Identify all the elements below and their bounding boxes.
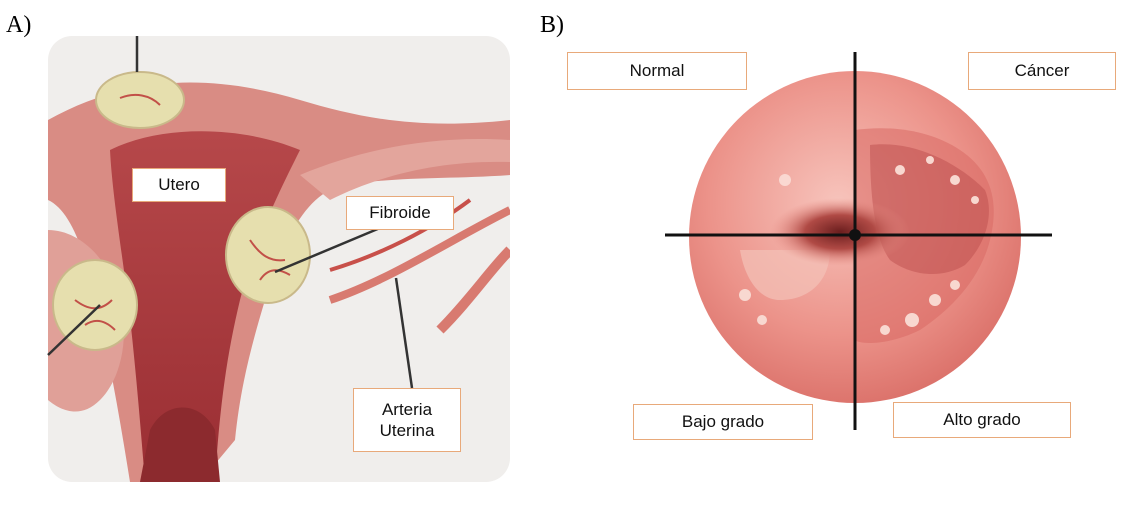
cancer-label: Cáncer [968,52,1116,90]
high-grade-label: Alto grado [893,402,1071,438]
cervix-illustration [665,52,1052,430]
normal-label: Normal [567,52,747,90]
low-grade-label: Bajo grado [633,404,813,440]
uterine-artery-label-line2: Uterina [380,420,435,441]
uterine-artery-label-line1: Arteria [382,399,432,420]
uterine-artery-label: Arteria Uterina [353,388,461,452]
fibroid-label: Fibroide [346,196,454,230]
uterus-label: Utero [132,168,226,202]
